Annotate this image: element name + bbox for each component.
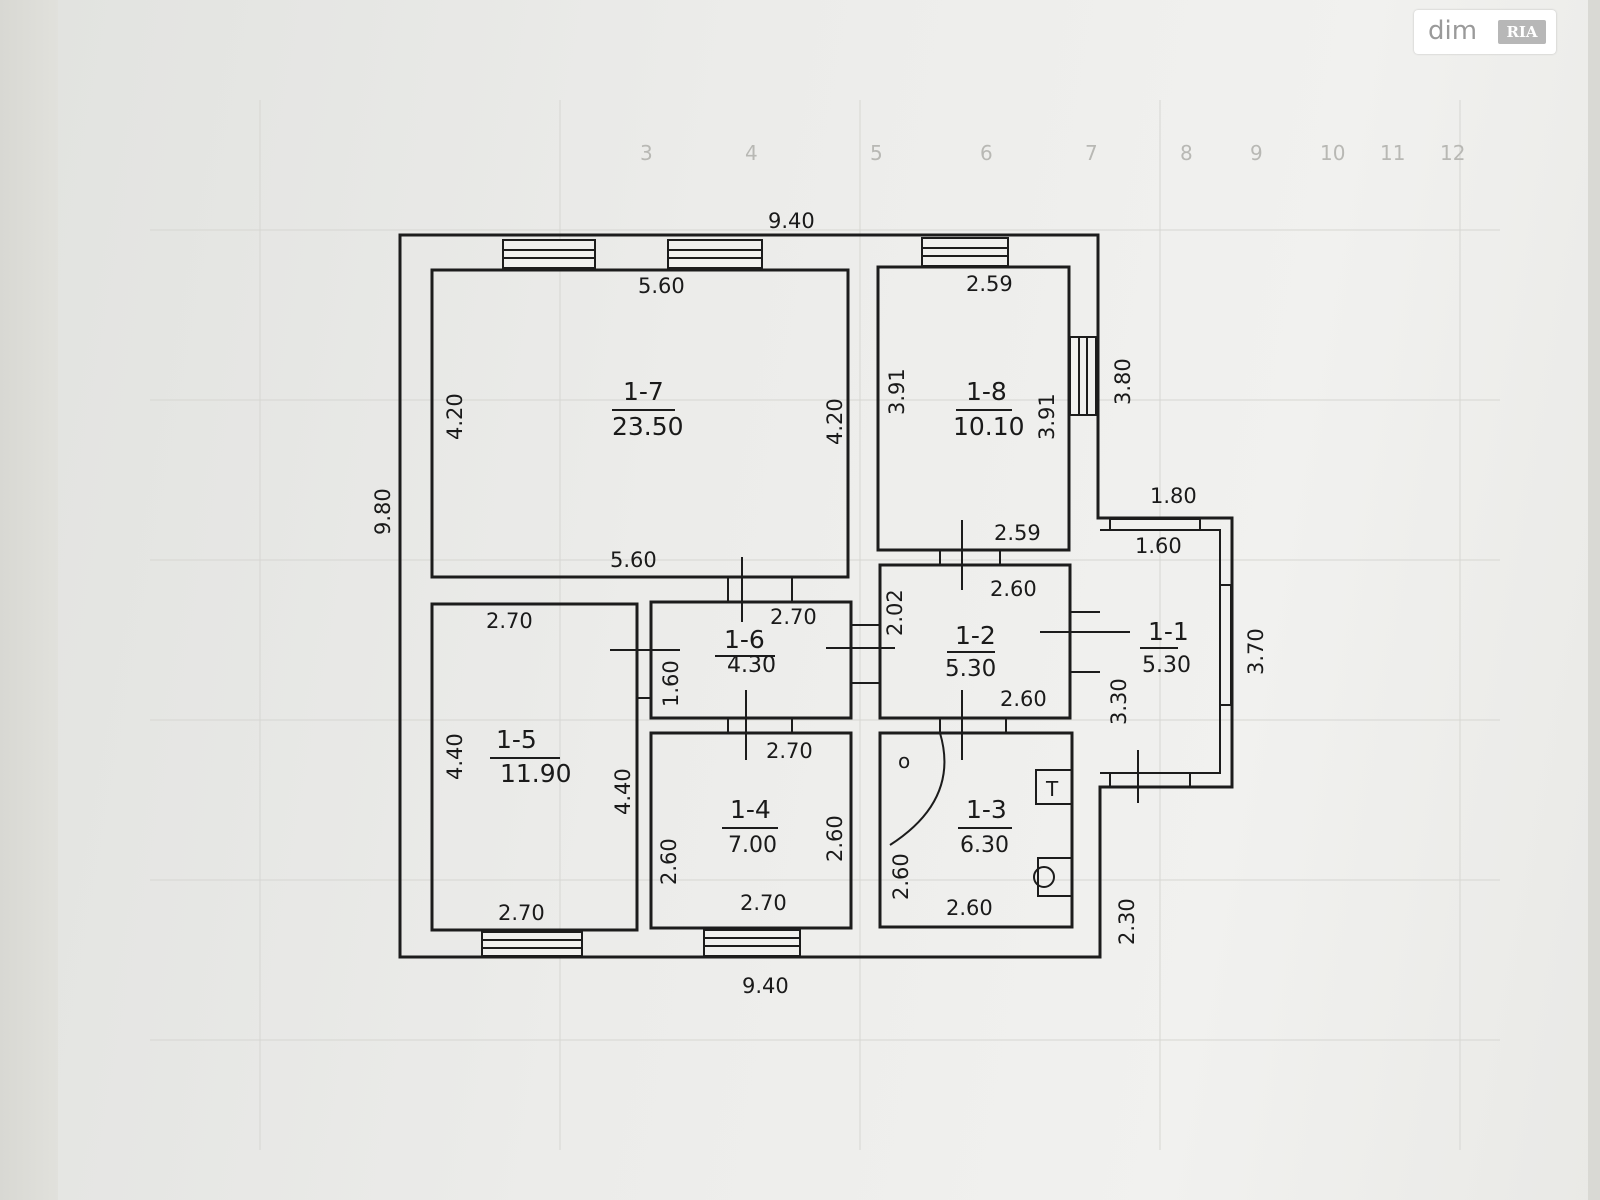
bg-num-7: 7	[1085, 141, 1098, 165]
bg-num-10: 10	[1320, 141, 1345, 165]
room-1-3-left: 2.60	[889, 853, 913, 900]
window-bottom-1-4	[703, 929, 801, 957]
bg-num-3: 3	[640, 141, 653, 165]
room-1-8-top: 2.59	[966, 272, 1013, 296]
room-1-2-id: 1-2	[955, 621, 996, 650]
outer-right-lower-height: 2.30	[1115, 898, 1139, 945]
room-1-8-id: 1-8	[966, 377, 1007, 406]
room-1-5-id: 1-5	[496, 725, 537, 754]
door-mark: o	[898, 749, 910, 773]
paper-sheet	[58, 0, 1600, 1200]
room-1-4-left: 2.60	[657, 838, 681, 885]
room-1-3-area: 6.30	[960, 833, 1009, 858]
room-1-5-area: 11.90	[500, 759, 572, 788]
toilet-mark: T	[1045, 777, 1059, 801]
dim-ria-watermark: dim RIA	[1414, 10, 1556, 54]
bg-num-4: 4	[745, 141, 758, 165]
room-1-2-top: 2.60	[990, 577, 1037, 601]
room-1-1-area: 5.30	[1142, 653, 1191, 678]
room-1-7-outline	[430, 268, 850, 579]
window-top-2	[667, 239, 763, 269]
room-1-5-outline	[430, 602, 639, 932]
window-porch-top	[1109, 518, 1201, 531]
doors	[610, 520, 1191, 846]
room-1-1-id: 1-1	[1148, 617, 1189, 646]
door-swing-arc	[889, 732, 946, 846]
bg-num-9: 9	[1250, 141, 1263, 165]
window-top-3	[921, 237, 1009, 267]
room-1-7-id: 1-7	[623, 377, 664, 406]
porch-outer-height: 3.70	[1244, 628, 1268, 675]
room-1-2-area: 5.30	[945, 656, 996, 682]
background-column-numbers: 3 4 5 6 7 8 9 10 11 12	[640, 141, 1465, 165]
toilet-box	[1035, 769, 1073, 805]
room-1-2-outline	[878, 563, 1072, 720]
room-1-7-right: 4.20	[823, 398, 847, 445]
room-1-4-top: 2.70	[766, 739, 813, 763]
window-porch-right	[1219, 584, 1232, 706]
room-1-6-left: 1.60	[659, 660, 683, 707]
outer-bottom-width: 9.40	[742, 974, 789, 998]
room-1-6-id: 1-6	[724, 625, 765, 654]
bg-num-6: 6	[980, 141, 993, 165]
room-1-5-bottom: 2.70	[498, 901, 545, 925]
outer-left-height: 9.80	[371, 488, 395, 535]
room-1-6-right: 2.02	[883, 589, 907, 636]
windows	[481, 237, 1232, 957]
room-1-4-area: 7.00	[728, 833, 777, 858]
room-1-7-top: 5.60	[638, 274, 685, 298]
porch-inner-width: 1.60	[1135, 534, 1182, 558]
porch-inner-height: 3.30	[1107, 678, 1131, 725]
bg-num-8: 8	[1180, 141, 1193, 165]
room-1-3-outline	[878, 731, 1074, 929]
bg-num-11: 11	[1380, 141, 1405, 165]
room-1-7-left: 4.20	[443, 393, 467, 440]
outer-top-width: 9.40	[768, 209, 815, 233]
room-1-3-bottom: 2.60	[946, 896, 993, 920]
room-1-6-area: 4.30	[727, 653, 776, 678]
room-1-5-top: 2.70	[486, 609, 533, 633]
room-1-8-bottom: 2.59	[994, 521, 1041, 545]
window-right-1-8	[1069, 336, 1097, 416]
bg-num-5: 5	[870, 141, 883, 165]
room-1-7-area: 23.50	[612, 412, 684, 441]
bg-num-12: 12	[1440, 141, 1465, 165]
porch-top-width: 1.80	[1150, 484, 1197, 508]
room-1-2-bottom: 2.60	[1000, 687, 1047, 711]
room-1-4-right: 2.60	[823, 815, 847, 862]
room-1-6-top: 2.70	[770, 605, 817, 629]
background-grid	[150, 100, 1500, 1150]
watermark-brand: dim	[1428, 16, 1478, 46]
room-1-7-bottom: 5.60	[610, 548, 657, 572]
window-top-1	[502, 239, 596, 269]
watermark-badge: RIA	[1498, 20, 1546, 44]
room-1-4-outline	[649, 731, 853, 930]
window-bottom-1-5	[481, 931, 583, 957]
room-1-6-outline	[649, 600, 853, 720]
room-1-4-bottom: 2.70	[740, 891, 787, 915]
room-1-8-area: 10.10	[953, 412, 1025, 441]
room-1-5-left: 4.40	[443, 733, 467, 780]
outer-wall	[398, 233, 1234, 959]
room-1-3-id: 1-3	[966, 795, 1007, 824]
room-1-8-right: 3.91	[1035, 393, 1059, 440]
paper-fold	[1588, 0, 1600, 1200]
room-1-4-id: 1-4	[730, 795, 771, 824]
room-1-5-right: 4.40	[611, 768, 635, 815]
room-1-8-left: 3.91	[885, 368, 909, 415]
sink-icon	[1033, 857, 1073, 897]
outer-right-upper-height: 3.80	[1111, 358, 1135, 405]
